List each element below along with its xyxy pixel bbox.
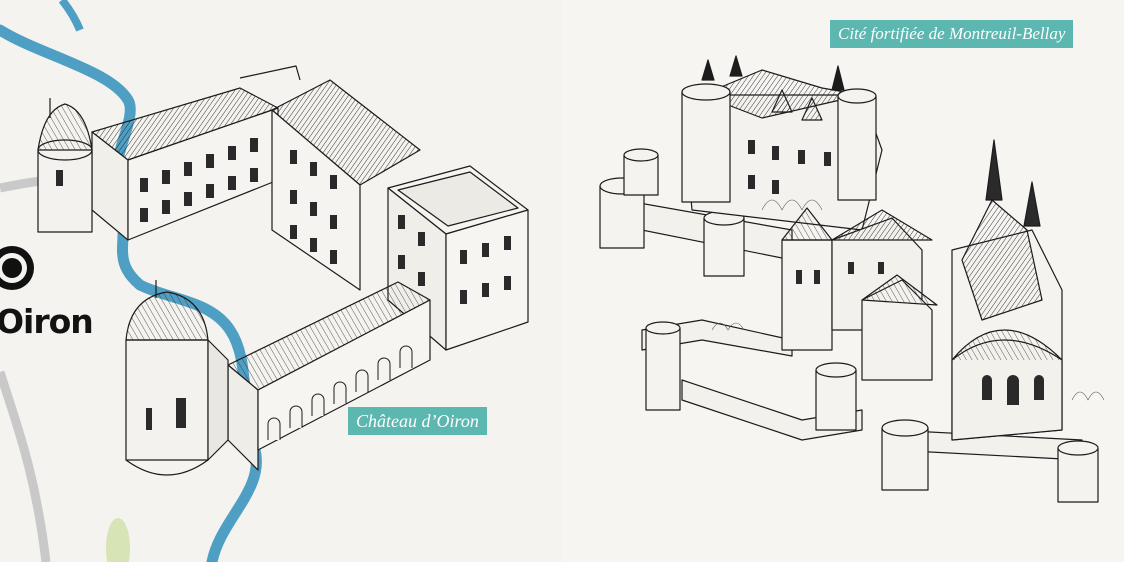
roads — [0, 171, 97, 562]
middle-buildings — [781, 207, 938, 381]
caption-chateau-oiron: Château d’Oiron — [348, 407, 487, 435]
caption-montreuil-bellay: Cité fortifiée de Montreuil-Bellay — [830, 20, 1074, 48]
river — [0, 0, 262, 562]
montreuil-panel: Cité fortifiée de Montreuil-Bellay — [562, 0, 1124, 562]
main-chateau — [681, 55, 883, 231]
location-ring-icon — [0, 246, 34, 290]
collegiate-church — [951, 139, 1063, 441]
round-towers — [599, 148, 1099, 503]
montreuil-bellay-drawing — [599, 55, 1105, 503]
oiron-panel: Oiron Château d’Oiron — [0, 0, 529, 562]
chateau-oiron-drawing — [37, 65, 529, 476]
place-label-oiron: Oiron — [0, 302, 94, 341]
oiron-map — [0, 0, 529, 562]
leaf-decoration — [106, 518, 130, 562]
vegetation — [711, 199, 1105, 401]
